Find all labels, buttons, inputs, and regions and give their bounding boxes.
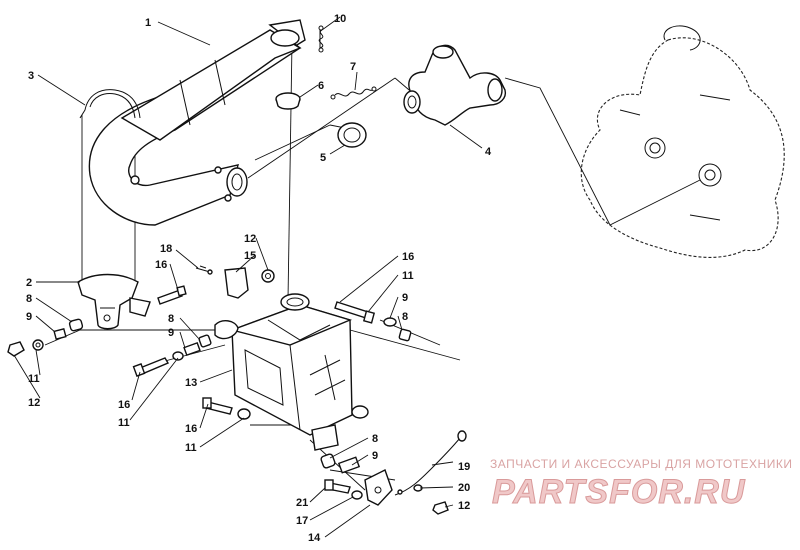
callout-16d: 16 [402, 251, 414, 263]
callout-9b: 9 [168, 327, 174, 339]
callout-8b: 8 [168, 313, 174, 325]
callout-14: 14 [308, 532, 321, 544]
callout-7: 7 [350, 61, 356, 73]
exhaust-manifold [403, 44, 507, 126]
callout-21: 21 [296, 497, 308, 509]
callout-12b: 12 [244, 233, 256, 245]
mid-hardware [132, 334, 251, 420]
spring-7 [330, 86, 377, 100]
callout-9a: 9 [26, 311, 32, 323]
muffler-box [214, 293, 369, 451]
callout-8a: 8 [26, 293, 32, 305]
callout-2: 2 [26, 277, 32, 289]
callout-8c: 8 [402, 311, 408, 323]
bracket-2 [77, 273, 151, 330]
callout-20: 20 [458, 482, 470, 494]
callout-labels: 1 10 3 6 7 5 4 2 8 9 11 12 18 16 12 15 8… [26, 13, 492, 544]
callout-16a: 16 [155, 259, 167, 271]
callout-16c: 16 [185, 423, 197, 435]
callout-11c: 11 [185, 442, 197, 454]
callout-5: 5 [320, 152, 326, 164]
callout-12a: 12 [28, 397, 40, 409]
spring-hook [79, 89, 141, 119]
small-bracket-15 [195, 265, 275, 299]
callout-9d: 9 [372, 450, 378, 462]
callout-10: 10 [334, 13, 346, 25]
watermark-brand: PARTSFOR.RU [492, 473, 746, 511]
watermark: ЗАПЧАСТИ И АКСЕССУАРЫ ДЛЯ МОТОТЕХНИКИ PA… [490, 457, 792, 512]
callout-3: 3 [28, 70, 34, 82]
engine-outline [580, 25, 785, 258]
exhaust-pipe [88, 19, 306, 226]
callout-1: 1 [145, 17, 151, 29]
callout-18: 18 [160, 243, 172, 255]
callout-12c: 12 [458, 500, 470, 512]
callout-13: 13 [185, 377, 197, 389]
callout-15: 15 [244, 250, 256, 262]
grommet-6 [275, 92, 301, 110]
bottom-hardware [320, 430, 467, 515]
callout-19: 19 [458, 461, 470, 473]
callout-17: 17 [296, 515, 308, 527]
callout-16b: 16 [118, 399, 130, 411]
callout-4: 4 [485, 146, 492, 158]
watermark-subtitle: ЗАПЧАСТИ И АКСЕССУАРЫ ДЛЯ МОТОТЕХНИКИ [490, 457, 792, 471]
left-hardware [7, 285, 187, 357]
callout-9c: 9 [402, 292, 408, 304]
callout-6: 6 [318, 80, 324, 92]
leader-lines [13, 16, 483, 538]
callout-11b: 11 [118, 417, 130, 429]
callout-11a: 11 [28, 373, 40, 385]
right-hardware [334, 301, 412, 342]
gasket-5 [337, 122, 367, 148]
callout-8d: 8 [372, 433, 378, 445]
spring-10 [318, 25, 324, 53]
callout-11d: 11 [402, 270, 414, 282]
